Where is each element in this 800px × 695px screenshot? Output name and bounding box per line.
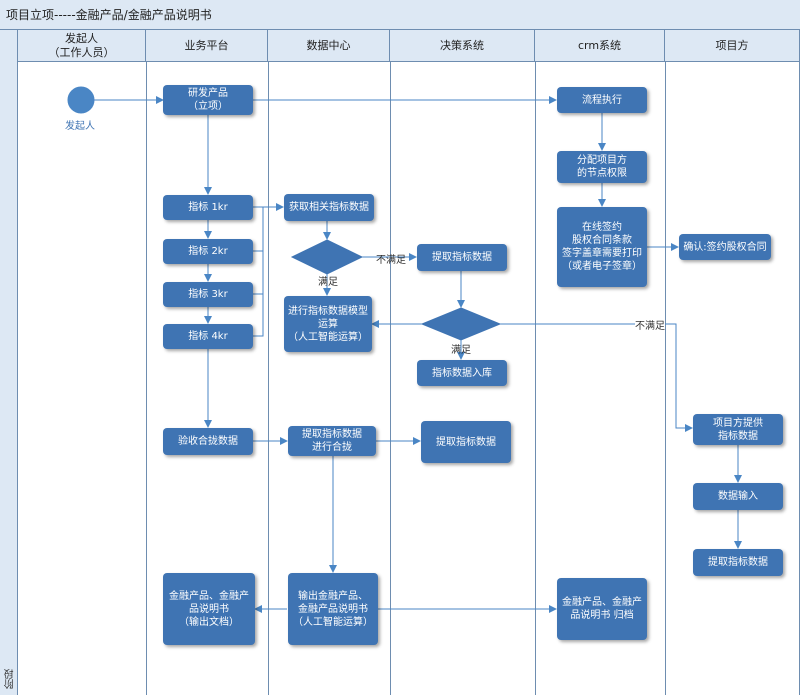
lane-header-crm-system: crm系统 [535, 30, 665, 62]
node-online-signing: 在线签约 股权合同条款 签字盖章需要打印 （或者电子签章） [557, 207, 647, 287]
node-extract-merge: 提取指标数据 进行合拢 [288, 426, 376, 456]
lane-header-decision-system: 决策系统 [390, 30, 535, 62]
node-indicator-1: 指标 1kr [163, 195, 253, 220]
node-indicator-4: 指标 4kr [163, 324, 253, 349]
node-data-input: 数据输入 [693, 483, 783, 510]
decision-diamond-1 [290, 239, 364, 275]
lane-header-data-center: 数据中心 [268, 30, 390, 62]
node-indicator-2: 指标 2kr [163, 239, 253, 264]
edge-ind4-bus [253, 294, 264, 337]
node-project-provide-data: 项目方提供 指标数据 [693, 414, 783, 445]
lane-divider [390, 62, 391, 695]
node-verify-merge: 验收合拢数据 [163, 428, 253, 455]
lane-divider [665, 62, 666, 695]
node-model-compute: 进行指标数据模型 运算 （人工智能运算） [284, 296, 372, 352]
edge-ind3-bus [253, 251, 264, 295]
node-assign-project-rights: 分配项目方 的节点权限 [557, 151, 647, 183]
node-research-product: 研发产品 （立项） [163, 85, 253, 115]
lane-header-initiator: 发起人 （工作人员） [18, 30, 146, 62]
edge-label-satisfied: 满足 [318, 277, 338, 288]
node-get-indicator-data: 获取相关指标数据 [284, 194, 374, 221]
decision-diamond-2 [420, 307, 502, 341]
node-indicator-storage: 指标数据入库 [417, 360, 507, 386]
edge-diamond2-project [500, 323, 693, 432]
node-extract-indicator-data: 提取指标数据 [417, 244, 507, 271]
node-confirm-contract: 确认:签约股权合同 [679, 234, 771, 260]
start-node [67, 86, 95, 114]
node-output-products: 输出金融产品、 金融产品说明书 （人工智能运算） [288, 573, 378, 645]
lane-header-business-platform: 业务平台 [146, 30, 268, 62]
edge-label-not-satisfied: 不满足 [376, 255, 406, 266]
node-indicator-3: 指标 3kr [163, 282, 253, 307]
node-extract-indicator-final: 提取指标数据 [421, 421, 511, 463]
phase-bar: 阶段 [0, 30, 18, 695]
node-output-documents: 金融产品、金融产 品说明书 （输出文档） [163, 573, 255, 645]
node-archive: 金融产品、金融产 品说明书 归档 [557, 578, 647, 640]
lane-header-project-party: 项目方 [665, 30, 800, 62]
lane-divider [268, 62, 269, 695]
node-project-extract-data: 提取指标数据 [693, 549, 783, 576]
edge-label-satisfied: 满足 [451, 345, 471, 356]
lane-divider [146, 62, 147, 695]
start-node-label: 发起人 [65, 121, 95, 132]
edge-ind2-bus [253, 207, 264, 252]
lane-divider [535, 62, 536, 695]
edge-label-not-satisfied: 不满足 [635, 317, 665, 332]
node-process-execute: 流程执行 [557, 87, 647, 113]
diagram-title: 项目立项-----金融产品/金融产品说明书 [0, 0, 800, 30]
